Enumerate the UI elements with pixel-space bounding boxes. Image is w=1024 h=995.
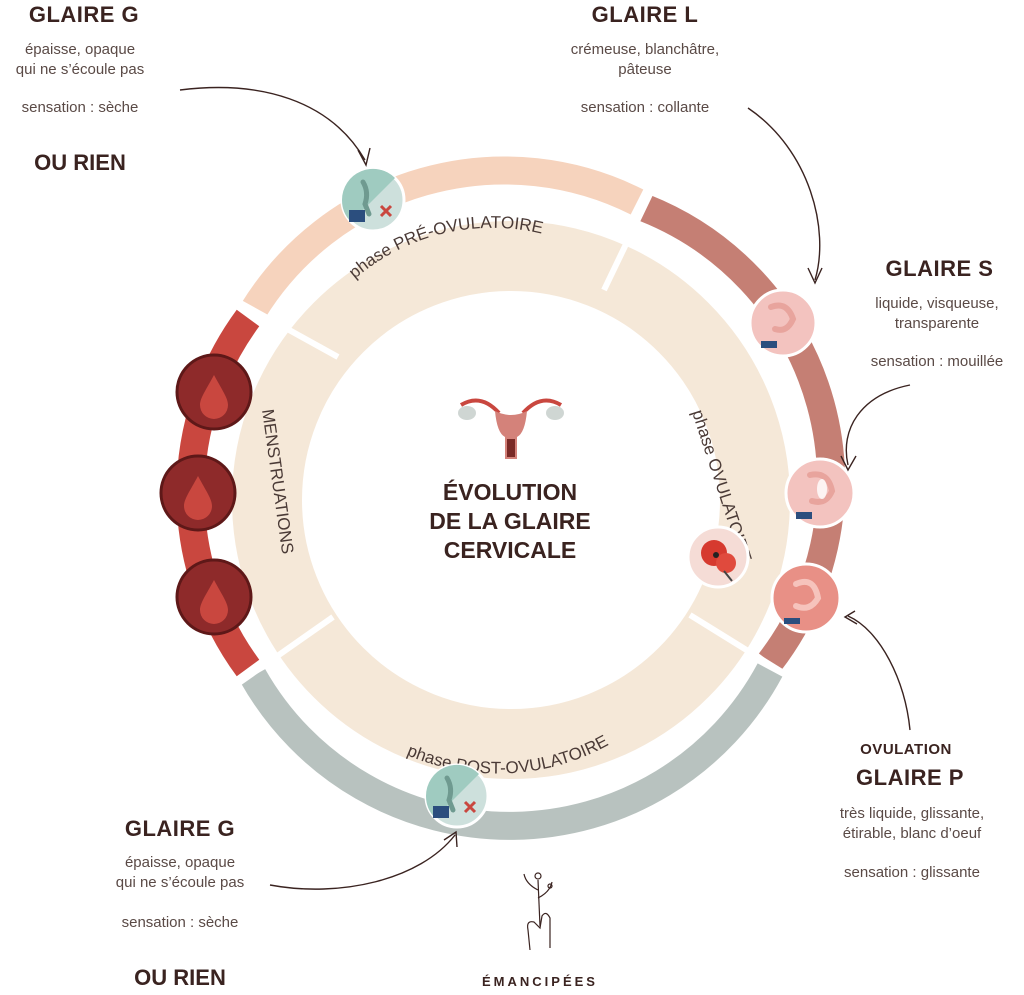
blood-drop-icon xyxy=(159,454,237,532)
glaire-s: GLAIRE S xyxy=(885,256,994,281)
ring-post xyxy=(240,663,783,840)
phase-dividers xyxy=(233,188,784,688)
glaire-g-bottom-or-none: OU RIEN xyxy=(134,965,226,990)
glaire-l-desc: crémeuse, blanchâtre, pâteuse xyxy=(570,41,720,78)
glaire-p-sensation: sensation : glissante xyxy=(844,864,980,881)
poppy-flower-icon xyxy=(686,525,750,589)
uterus-icon xyxy=(458,398,564,459)
brand-name: ÉMANCIPÉES xyxy=(482,974,598,989)
ring-pre xyxy=(241,156,644,319)
blood-drop-icon xyxy=(175,353,253,431)
center-disc xyxy=(303,292,719,708)
arrows xyxy=(179,86,911,890)
dry-hand-cross-icon xyxy=(340,167,406,233)
glaire-g-top-sensation: sensation : sèche xyxy=(21,99,139,116)
center-title: ÉVOLUTION DE LA GLAIRE CERVICALE xyxy=(429,479,591,563)
glaire-l: GLAIRE L xyxy=(591,2,699,27)
stretchy-mucus-hand-icon xyxy=(784,457,856,529)
glaire-g-bottom: GLAIRE G xyxy=(124,816,236,841)
glaire-g-top-desc: épaisse, opaque qui ne s’écoule pas xyxy=(15,41,145,78)
blood-drop-icon xyxy=(175,558,253,636)
glaire-p: GLAIRE P xyxy=(856,765,964,790)
hand-holding-flower-icon xyxy=(523,872,553,951)
stretchy-mucus-hand-icon xyxy=(748,288,818,358)
glaire-g-top-or-none: OU RIEN xyxy=(34,150,126,175)
glaire-g-top: GLAIRE G xyxy=(28,2,140,27)
glaire-l-sensation: sensation : collante xyxy=(580,99,710,116)
glaire-g-bottom-sensation: sensation : sèche xyxy=(121,914,239,931)
glaire-p-ovulation-label: OVULATION xyxy=(860,741,952,758)
glaire-g-bottom-desc: épaisse, opaque qui ne s’écoule pas xyxy=(115,854,245,891)
dry-hand-cross-icon xyxy=(424,763,490,829)
stretchy-mucus-hand-icon xyxy=(770,562,842,634)
inner-band xyxy=(232,221,790,779)
glaire-s-sensation: sensation : mouillée xyxy=(870,353,1004,370)
glaire-p-desc: très liquide, glissante, étirable, blanc… xyxy=(839,805,985,842)
glaire-s-desc: liquide, visqueuse, transparente xyxy=(875,295,999,332)
